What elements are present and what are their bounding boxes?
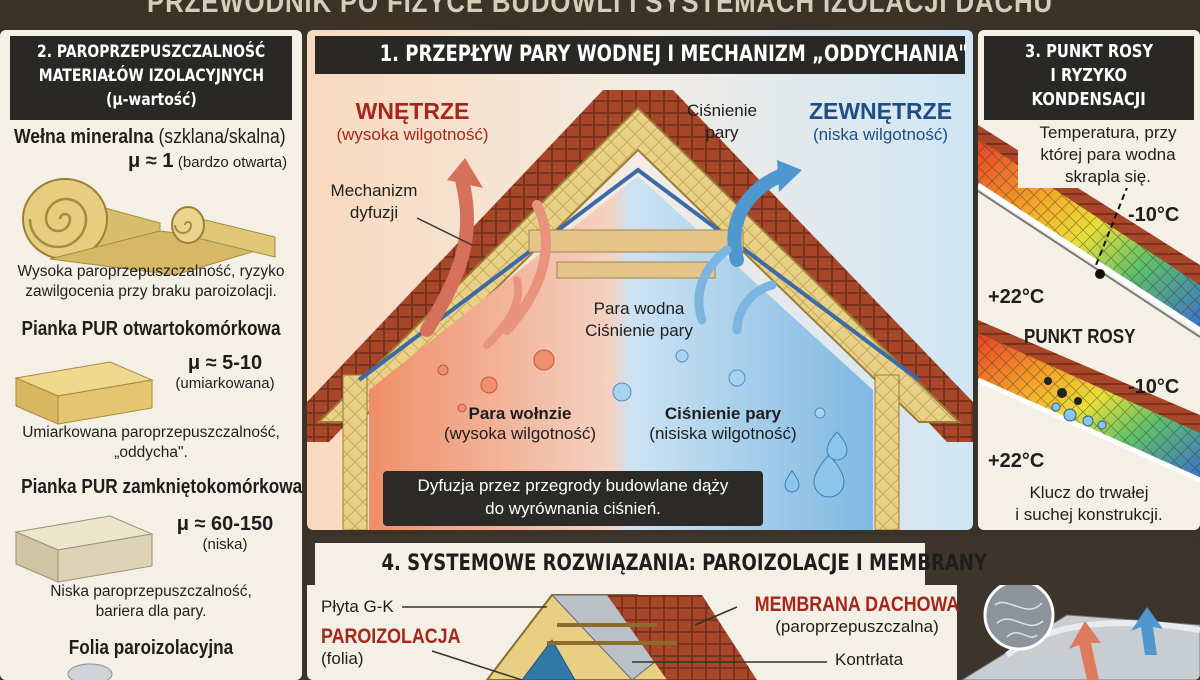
material-name-vapor-foil: Folia paroizolacyjna [68,637,234,659]
temp-cold-top: -10°C [1128,204,1180,226]
exterior-label: ZEWNĘTRZE (niska wilgotność) [808,98,953,144]
label-vapor-barrier: PAROIZOLACJA (folia) [321,625,461,668]
systems-panel-header: 4. SYSTEMOWE ROZWIĄZANIA: PAROIZOLACJE I… [315,543,987,585]
temp-warm-bottom: +22°C [988,450,1045,472]
label-roof-membrane: MEMBRANA DACHOWA (paroprzepuszczalna) [754,593,960,636]
dew-point-panel-header: 3. PUNKT ROSY I RYZYKO KONDENSACJI [984,36,1194,120]
diffusion-caption: Dyfuzja przez przegrody budowlane dąży d… [383,471,763,526]
label-counter-batten: Kontrłata [835,650,904,669]
temp-cold-bottom: -10°C [1128,376,1180,398]
dew-point-label: PUNKT ROSY [1024,326,1136,348]
temp-warm-top: +22°C [988,286,1045,308]
label-plasterboard: Płyta G-K [321,597,394,616]
vapor-pressure-label: Ciśnienie pary [687,101,757,142]
page-title: PRZEWODNIK PO FIZYCE BUDOWLI I SYSTEMACH… [147,0,1053,19]
material-desc-open-cell-pur: Umiarkowana paroprzepuszczalność, „oddyc… [22,424,280,461]
mu-value-open-cell-pur: μ ≈ 5-10 (umiarkowana) [175,352,275,392]
diffusion-mechanism-label: Mechanizm dyfuzji [330,181,418,222]
materials-panel: 2. PAROPRZEPUSZCZALNOŚĆ MATERIAŁÓW IZOLA… [0,30,302,680]
outdoor-pressure-label: Ciśnienie pary (nisiska wilgotność) [649,404,797,443]
mu-value-mineral-wool: μ ≈ 1 (bardzo otwarta) [128,150,288,172]
closed-cell-pur-block-image [14,515,154,583]
dew-point-panel: 3. PUNKT ROSY I RYZYKO KONDENSACJI [978,30,1200,530]
vapor-flow-panel-header: 1. PRZEPŁYW PARY WODNEJ I MECHANIZM „ODD… [315,36,968,74]
material-desc-mineral-wool: Wysoka paroprzepuszczalność, ryzyko zawi… [17,263,285,300]
water-vapor-center-label: Para wodna Ciśnienie pary [585,299,693,340]
dew-point-definition: Temperatura, przy której para wodna skra… [1018,122,1198,188]
systems-panel: 4. SYSTEMOWE ROZWIĄZANIA: PAROIZOLACJE I… [307,535,1200,680]
roof-layers-illustration [307,585,1200,680]
mu-value-closed-cell-pur: μ ≈ 60-150 (niska) [176,513,274,553]
dew-point-footer: Klucz do trwałej i suchej konstrukcji. [978,482,1200,526]
interior-label: WNĘTRZE (wysoka wilgotność) [336,98,489,144]
vapor-flow-panel: 1. PRZEPŁYW PARY WODNEJ I MECHANIZM „ODD… [307,30,973,530]
open-cell-pur-block-image [14,361,154,425]
material-name-mineral-wool: Wełna mineralna (szklana/skalna) [14,126,286,148]
indoor-vapor-label: Para wołnzie (wysoka wilgotność) [443,404,597,443]
materials-panel-header: 2. PAROPRZEPUSZCZALNOŚĆ MATERIAŁÓW IZOLA… [10,36,292,120]
vapor-flow-illustration [307,30,973,530]
material-desc-closed-cell-pur: Niska paroprzepuszczalność, bariera dla … [50,583,252,620]
material-name-open-cell-pur: Pianka PUR otwartokomórkowa [21,318,281,340]
mineral-wool-rolls-image [22,178,276,276]
material-name-closed-cell-pur: Pianka PUR zamkniętokomórkowa [21,476,302,498]
vapor-foil-roll-image [67,663,113,680]
